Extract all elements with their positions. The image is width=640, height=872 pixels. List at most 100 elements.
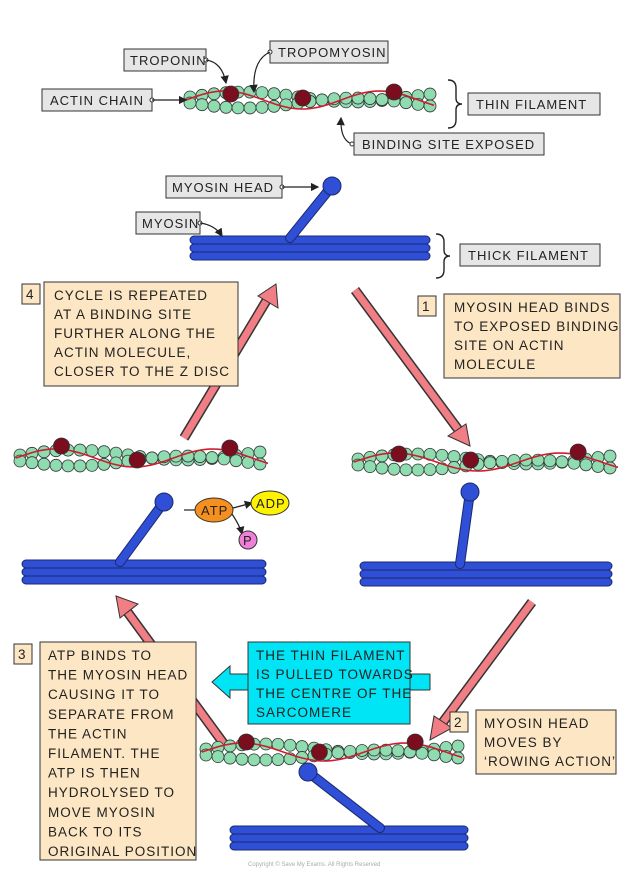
actin-bead <box>229 454 243 468</box>
actin-bead <box>255 100 269 114</box>
actin-bead <box>375 449 389 463</box>
thick-filament-label: THICK FILAMENT <box>435 233 601 279</box>
thin-filament-step1 <box>351 443 619 477</box>
actin-bead <box>279 98 293 112</box>
thin-filament-top <box>183 83 437 115</box>
actin-bead <box>399 96 413 110</box>
thick-filament-step2 <box>229 762 469 851</box>
note-line: SEPARATE FROM <box>48 707 175 722</box>
note-line: SARCOMERE <box>256 705 352 720</box>
note-line: MOLECULE <box>454 357 536 372</box>
svg-text:MYOSIN HEAD: MYOSIN HEAD <box>172 180 274 195</box>
actin-bead <box>579 458 593 472</box>
actin-bead <box>207 87 221 101</box>
svg-text:BINDING SITE EXPOSED: BINDING SITE EXPOSED <box>362 137 535 152</box>
myosin-tail-strand <box>229 841 469 851</box>
note-line: ACTIN MOLECULE, <box>54 345 191 360</box>
myosin-head <box>460 482 480 502</box>
note-line: MOVE MYOSIN <box>48 805 156 820</box>
thin-filament-step4 <box>13 437 269 473</box>
note-line: MYOSIN HEAD BINDS <box>454 300 611 315</box>
tropomyosin-label: TROPOMYOSIN <box>249 40 389 94</box>
note-line: FURTHER ALONG THE <box>54 326 216 341</box>
myosin-lever <box>286 182 336 242</box>
actin-bead <box>315 93 329 107</box>
note-line: THE CENTRE OF THE <box>256 686 412 701</box>
note-line: ATP IS THEN <box>48 766 141 781</box>
note-line: ‘ROWING ACTION’ <box>484 754 616 769</box>
actin-bead <box>603 449 617 463</box>
actin-bead <box>427 748 441 762</box>
troponin-bead <box>237 733 255 751</box>
cycle-arrow-to-step2 <box>429 599 537 741</box>
myosin-lever <box>304 768 384 832</box>
myosin-tail-strand <box>189 235 431 245</box>
troponin-bead <box>385 83 403 101</box>
troponin-label: TROPONIN <box>123 48 229 85</box>
actin-bead <box>603 461 617 475</box>
note-line: THE MYOSIN HEAD <box>48 668 188 683</box>
actin-bead <box>243 101 257 115</box>
svg-text:ADP: ADP <box>256 496 286 511</box>
myosin-tail-strand <box>229 833 469 843</box>
myosin-tail-strand <box>21 559 267 569</box>
actin-bead <box>223 751 237 765</box>
actin-bead <box>219 100 233 114</box>
actin-bead <box>25 456 39 470</box>
thick-filament-step1 <box>359 482 613 587</box>
actin-bead <box>387 462 401 476</box>
actin-bead <box>235 752 249 766</box>
actin-bead <box>331 746 345 760</box>
troponin-bead <box>569 443 587 461</box>
thin-filament-step2 <box>199 733 465 767</box>
troponin-bead <box>222 85 240 103</box>
actin-bead <box>423 463 437 476</box>
note-line: CLOSER TO THE Z DISC <box>54 364 230 379</box>
note-line: TO EXPOSED BINDING <box>454 319 620 334</box>
svg-text:MYOSIN: MYOSIN <box>142 216 199 231</box>
thick-filament-step3 <box>21 492 267 585</box>
actin-bead <box>435 448 449 462</box>
svg-text:THIN FILAMENT: THIN FILAMENT <box>476 97 587 112</box>
note-line: MOVES BY <box>484 735 563 750</box>
actin-chain-label: ACTIN CHAIN <box>41 88 188 112</box>
svg-text:TROPONIN: TROPONIN <box>130 53 207 68</box>
myosin-tail-strand <box>21 567 267 577</box>
actin-bead <box>451 739 465 753</box>
actin-bead <box>423 99 437 113</box>
actin-bead <box>61 459 75 473</box>
actin-bead <box>283 738 297 752</box>
actin-bead <box>145 451 159 465</box>
actin-bead <box>295 740 309 753</box>
svg-text:3: 3 <box>18 647 27 662</box>
actin-bead <box>411 463 425 477</box>
myosin-head-label: MYOSIN HEAD <box>165 175 320 199</box>
actin-bead <box>259 753 273 767</box>
actin-bead <box>85 458 99 472</box>
myosin-head <box>322 176 342 196</box>
cycle-arrow-to-step1 <box>350 287 471 447</box>
binding-site-exposed-label: BINDING SITE EXPOSED <box>336 116 545 156</box>
svg-text:ACTIN CHAIN: ACTIN CHAIN <box>50 93 144 108</box>
actin-bead <box>267 87 281 101</box>
myosin-tail-strand <box>189 243 431 253</box>
myosin-tail-strand <box>189 251 431 261</box>
svg-text:4: 4 <box>26 287 35 302</box>
note-line: AT A BINDING SITE <box>54 307 192 322</box>
thin-filament-label: THIN FILAMENT <box>447 79 601 129</box>
actin-bead <box>205 451 219 464</box>
actin-bead <box>543 454 557 468</box>
copyright: Copyright © Save My Exams. All Rights Re… <box>248 861 380 868</box>
actin-bead <box>73 459 87 473</box>
actin-bead <box>483 456 497 470</box>
actin-bead <box>97 445 111 459</box>
myosin-head <box>154 492 174 512</box>
myosin-head <box>298 762 318 782</box>
note-line: SITE ON ACTIN <box>454 338 565 353</box>
myosin-tail-strand <box>359 577 613 587</box>
